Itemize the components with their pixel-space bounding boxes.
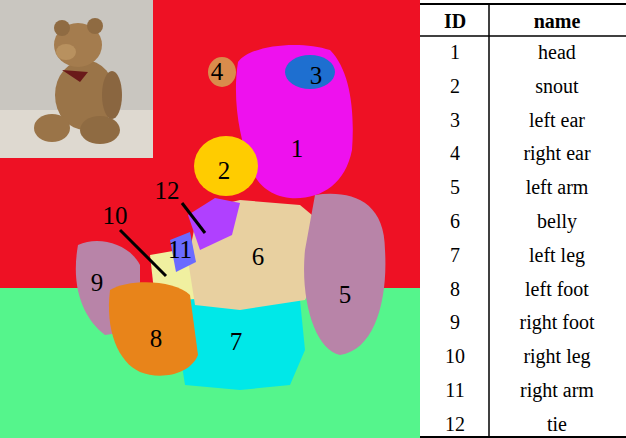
callout-number: 1 <box>291 136 304 161</box>
table-cell: 6 <box>450 211 460 231</box>
tie-segment <box>188 198 240 250</box>
leader-line <box>120 230 166 276</box>
table-cell: 1 <box>450 42 460 62</box>
left-arm-segment <box>304 194 385 355</box>
callout-number: 2 <box>218 158 231 183</box>
table-cell: 5 <box>450 177 460 197</box>
table-cell: right foot <box>520 312 595 332</box>
table-cell: head <box>538 42 576 62</box>
snout-segment <box>194 136 258 196</box>
leader-line <box>182 203 205 233</box>
table-cell: right leg <box>523 346 590 366</box>
table-cell: 4 <box>450 143 460 163</box>
callout-number: 3 <box>310 63 323 88</box>
callout-number: 5 <box>339 282 352 307</box>
table-header: ID <box>444 11 466 31</box>
table-cell: 10 <box>445 346 465 366</box>
table-cell: left ear <box>529 110 585 130</box>
table-rules <box>420 4 626 438</box>
table-cell: 8 <box>450 279 460 299</box>
callout-number: 4 <box>211 59 224 84</box>
callout-number: 7 <box>230 329 243 354</box>
table-cell: right ear <box>523 143 590 163</box>
left-foot-segment <box>109 282 198 375</box>
table-header: name <box>534 11 581 31</box>
callout-number: 12 <box>155 178 180 203</box>
callout-number: 6 <box>252 244 265 269</box>
callout-number: 11 <box>168 237 192 262</box>
table-cell: left foot <box>525 279 589 299</box>
table-cell: snout <box>535 76 578 96</box>
table-cell: right arm <box>520 380 594 400</box>
table-cell: 7 <box>450 245 460 265</box>
table-cell: left arm <box>526 177 589 197</box>
callout-number: 10 <box>103 203 128 228</box>
table-cell: belly <box>537 211 577 231</box>
photo-inset <box>0 0 153 158</box>
table-cell: 2 <box>450 76 460 96</box>
table-cell: tie <box>547 414 567 434</box>
table-cell: 11 <box>445 380 464 400</box>
table-cell: left leg <box>529 245 585 265</box>
table-cell: 9 <box>450 312 460 332</box>
table-cell: 12 <box>445 414 465 434</box>
callout-number: 9 <box>91 270 104 295</box>
left-ear-segment <box>285 55 335 89</box>
right-ear-segment <box>208 57 236 87</box>
table-cell: 3 <box>450 110 460 130</box>
callout-number: 8 <box>150 326 163 351</box>
